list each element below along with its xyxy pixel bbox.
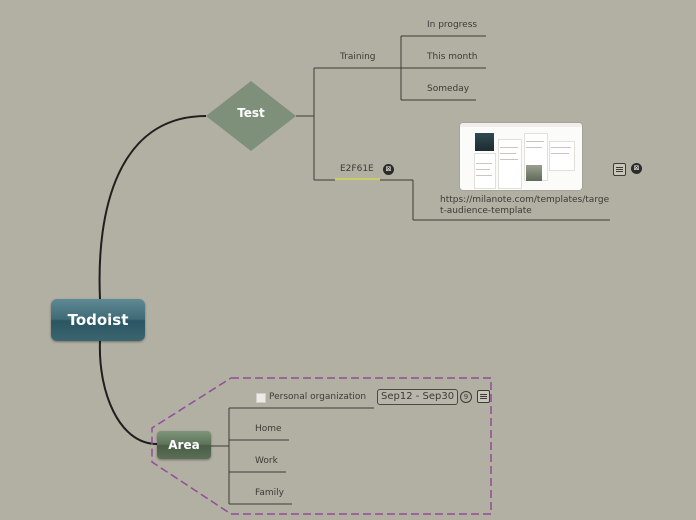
test-topic-label: Test [237,106,265,120]
topic-personal-organization[interactable]: Personal organization [269,392,367,402]
topic-home[interactable]: Home [255,424,282,434]
hyperlink-icon[interactable]: ⊠ [631,163,642,174]
topic-in-progress[interactable]: In progress [427,20,478,30]
preview-card [474,153,496,189]
branch-root-to-area [98,340,158,445]
note-icon[interactable] [613,163,626,176]
area-topic[interactable]: Area [157,431,211,459]
checkbox-icon[interactable] [256,393,266,403]
hyperlink-icon[interactable]: ⊠ [383,164,394,175]
note-icon[interactable] [477,390,490,403]
topic-family[interactable]: Family [255,488,284,498]
topic-training[interactable]: Training [340,52,376,62]
root-topic[interactable]: Todoist [51,299,145,341]
preview-topbar [460,123,582,127]
preview-card [549,141,575,171]
preview-photo [526,165,542,181]
topic-this-month[interactable]: This month [427,52,478,62]
test-diamond-shape [206,81,296,151]
root-topic-label: Todoist [67,311,129,329]
task-count-icon[interactable]: 9 [460,391,472,403]
topic-e2f61e[interactable]: E2F61E [340,164,374,174]
hyperlink-url[interactable]: https://milanote.com/templates/target-au… [440,195,610,216]
area-topic-label: Area [168,438,200,452]
date-range-badge[interactable]: Sep12 - Sep30 [377,389,459,405]
branch-root-to-test [98,115,207,300]
template-preview-image[interactable] [460,123,582,190]
preview-photo [475,133,494,151]
topic-work[interactable]: Work [255,456,278,466]
topic-someday[interactable]: Someday [427,84,470,94]
test-topic[interactable]: Test [206,106,296,124]
area-boundary [151,377,492,515]
